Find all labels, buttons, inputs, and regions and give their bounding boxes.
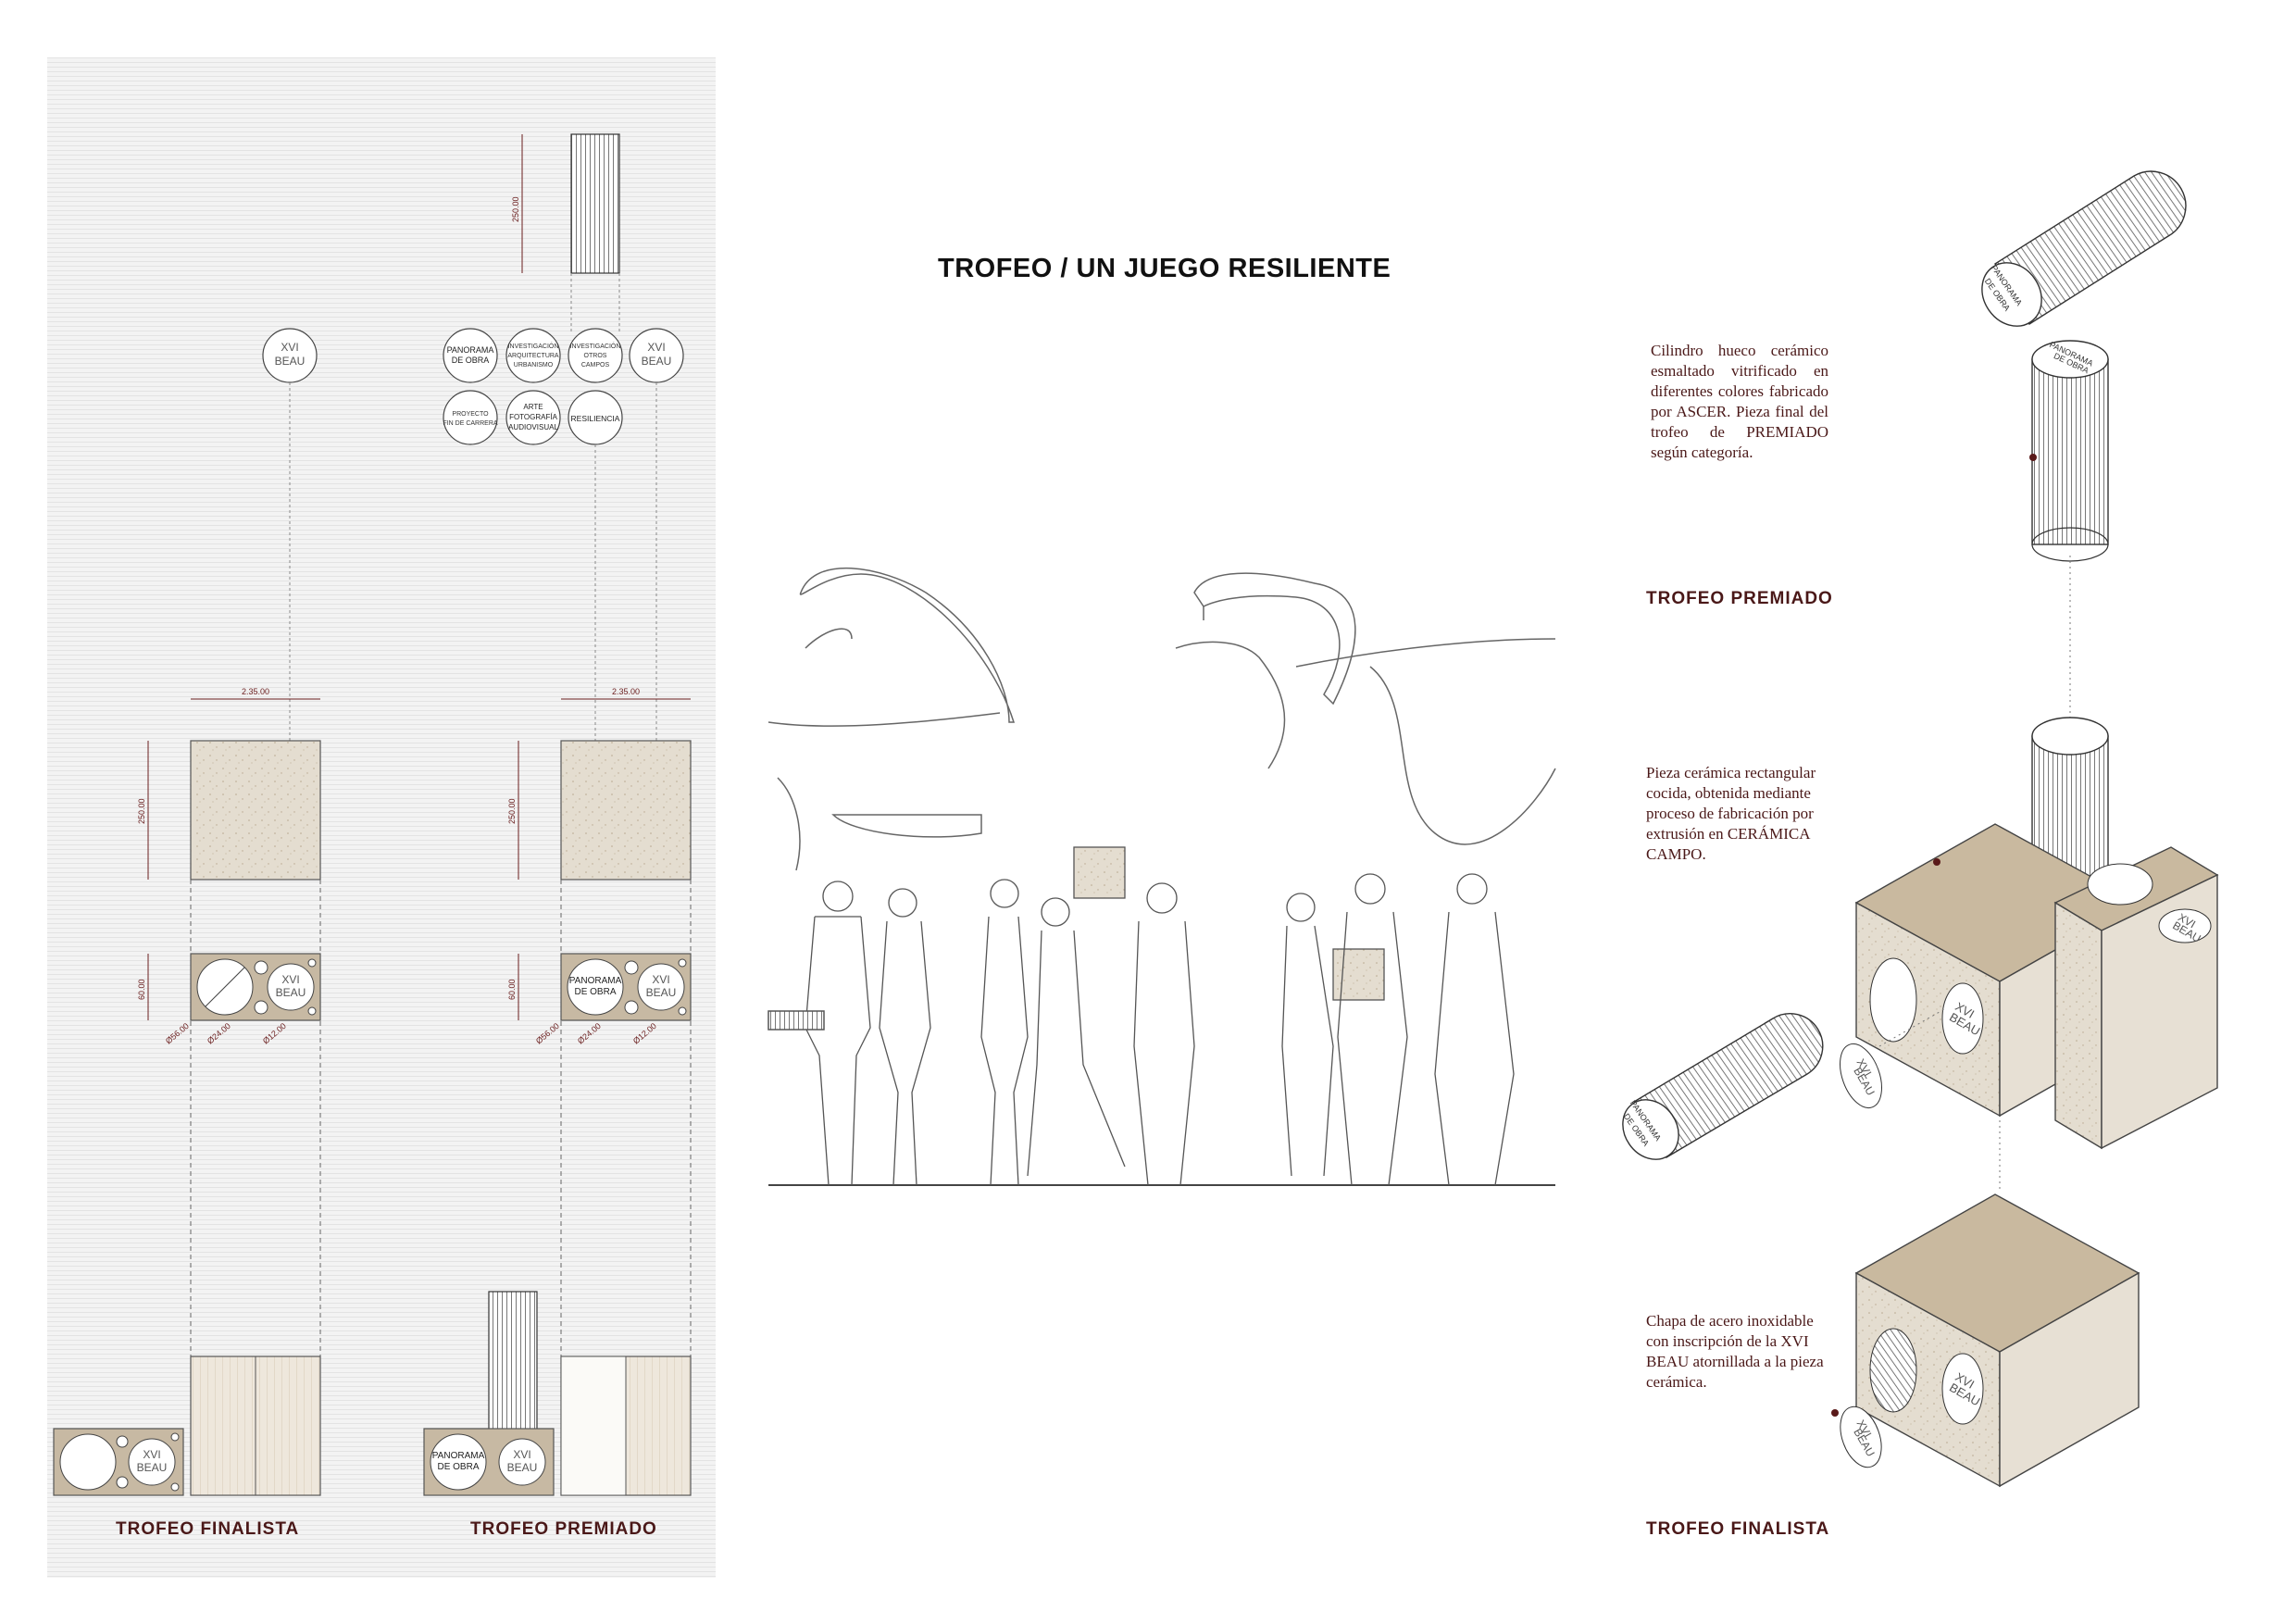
category-label: ARTE xyxy=(523,403,543,411)
category-label: CAMPOS xyxy=(581,362,610,369)
plan-plaque-beau: BEAU xyxy=(276,986,306,999)
category-label: FIN DE CARRERA xyxy=(443,420,497,427)
plan-plaque-xvi: XVI xyxy=(281,973,299,986)
category-circle: ARTE FOTOGRAFÍA AUDIOVISUAL xyxy=(505,390,561,445)
dim-height-premiado: 250.00 xyxy=(507,798,517,824)
plaque-circle: XVI BEAU xyxy=(629,328,684,383)
category-label: ARQUITECTURA xyxy=(507,353,559,359)
note-block: Pieza cerámica rectangular cocida, obten… xyxy=(1646,764,1816,863)
dim-d3-finalista: Ø12.00 xyxy=(261,1021,288,1046)
category-label: FOTOGRAFÍA xyxy=(509,413,558,421)
dim-width-premiado: 2.35.00 xyxy=(612,687,640,696)
category-label: URBANISMO xyxy=(514,362,554,369)
dim-d1-finalista: Ø56.00 xyxy=(164,1021,191,1046)
plaque-text-beau: BEAU xyxy=(642,355,672,368)
label-right-finalista: TROFEO FINALISTA xyxy=(1646,1519,1830,1539)
category-circle: INVESTIGACIÓN OTROS CAMPOS xyxy=(568,328,623,383)
category-label: OTROS xyxy=(584,353,607,359)
bottom-panorama-1: PANORAMA xyxy=(432,1451,485,1461)
category-label: INVESTIGACIÓN xyxy=(570,342,621,350)
bottom-plaque-xvi: XVI xyxy=(513,1448,530,1461)
bottom-plaque-beau: BEAU xyxy=(507,1461,538,1474)
category-circle: PROYECTO FIN DE CARRERA xyxy=(443,390,498,445)
dim-plan-finalista: 60.00 xyxy=(137,979,146,1000)
dim-d3-premiado: Ø12.00 xyxy=(631,1021,658,1046)
plan-plaque-xvi: XVI xyxy=(652,973,669,986)
plaque-text-xvi: XVI xyxy=(647,341,665,354)
premiado-elevation: 250.00 PANORAMA DE OBRA INVESTIGACIÓN AR… xyxy=(423,133,692,1496)
category-circle: RESILIENCIA xyxy=(568,390,623,445)
note-plate: Chapa de acero inoxidable con inscripció… xyxy=(1646,1312,1824,1391)
plan-panorama-2: DE OBRA xyxy=(574,987,616,997)
category-label: INVESTIGACIÓN xyxy=(508,342,559,350)
bottom-plaque-xvi: XVI xyxy=(143,1448,160,1461)
plaque-text-xvi: XVI xyxy=(281,341,298,354)
dim-cylinder-height: 250.00 xyxy=(511,196,520,222)
finalista-elevation: XVI BEAU 2.35.00 250.00 XVI BEAU 60.00 Ø… xyxy=(53,328,321,1496)
plan-panorama-1: PANORAMA xyxy=(569,976,622,986)
dim-plan-premiado: 60.00 xyxy=(507,979,517,1000)
page-title: TROFEO / UN JUEGO RESILIENTE xyxy=(938,254,1391,283)
category-circle: PANORAMA DE OBRA xyxy=(443,328,498,383)
category-label: PANORAMA xyxy=(447,345,494,355)
note-cylinder: Cilindro hueco cerámico esmaltado vitrif… xyxy=(1651,342,1828,461)
bottom-panorama-2: DE OBRA xyxy=(437,1462,479,1472)
isometric-exploded: PANORAMA DE OBRA PANORAMA DE OBRA XVI BE… xyxy=(1622,170,2219,1488)
plaque-text-beau: BEAU xyxy=(275,355,306,368)
dim-d2-premiado: Ø24.00 xyxy=(576,1021,603,1046)
dim-height-finalista: 250.00 xyxy=(137,798,146,824)
category-label: RESILIENCIA xyxy=(571,414,620,423)
label-right-premiado: TROFEO PREMIADO xyxy=(1646,589,1833,608)
dim-d1-premiado: Ø56.00 xyxy=(534,1021,561,1046)
category-label: DE OBRA xyxy=(452,356,490,365)
dim-d2-finalista: Ø24.00 xyxy=(206,1021,232,1046)
category-label: AUDIOVISUAL xyxy=(508,423,558,431)
dim-width-finalista: 2.35.00 xyxy=(242,687,269,696)
bottom-plaque-beau: BEAU xyxy=(137,1461,168,1474)
label-trofeo-finalista: TROFEO FINALISTA xyxy=(116,1519,300,1539)
people-illustration xyxy=(767,568,1556,1186)
category-circle: INVESTIGACIÓN ARQUITECTURA URBANISMO xyxy=(505,328,561,383)
plan-plaque-beau: BEAU xyxy=(646,986,677,999)
category-label: PROYECTO xyxy=(452,411,489,418)
label-trofeo-premiado: TROFEO PREMIADO xyxy=(470,1519,657,1539)
